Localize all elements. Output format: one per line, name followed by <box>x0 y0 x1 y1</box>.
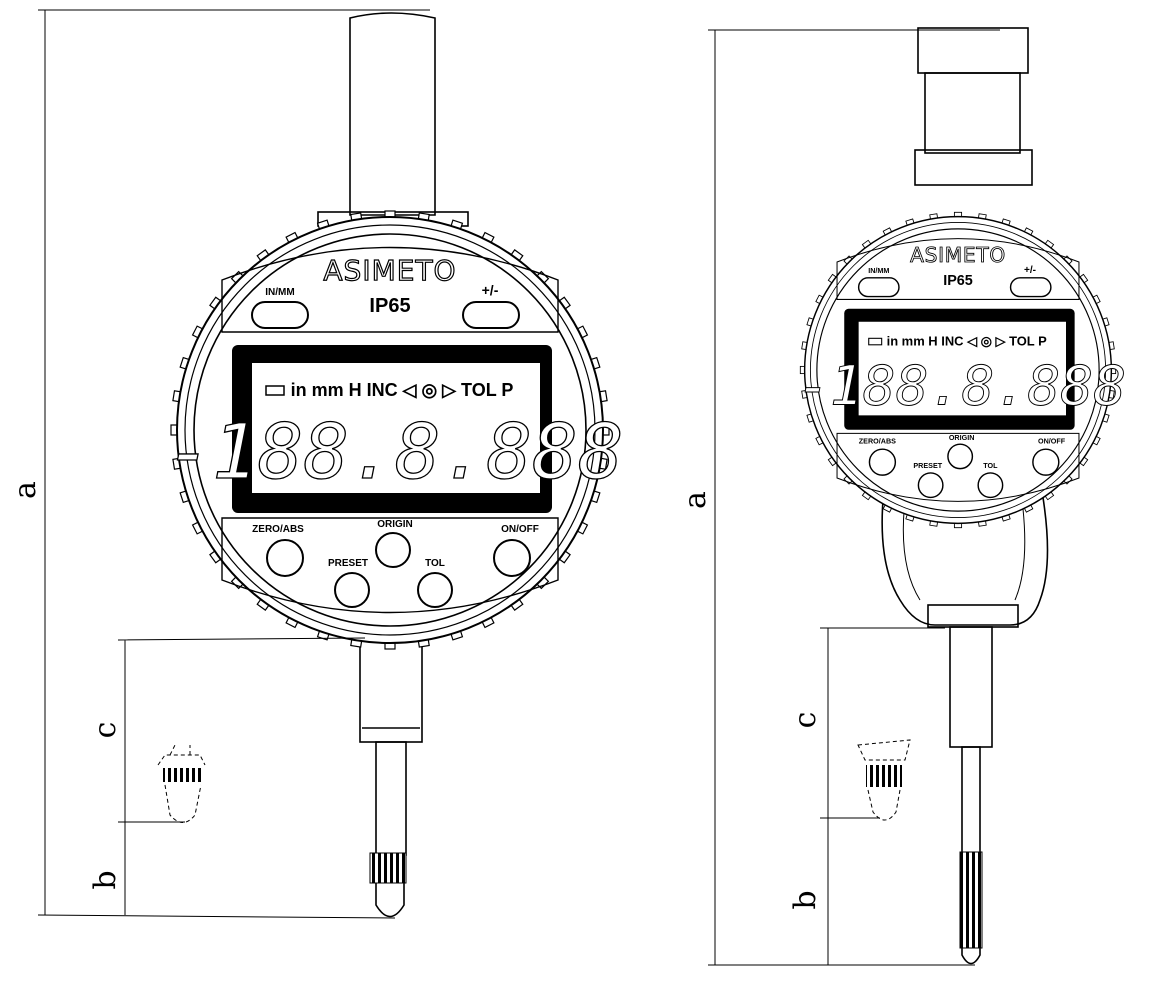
stem-lower <box>375 741 407 856</box>
lug-bracket <box>881 479 1049 626</box>
bottom-panel <box>221 517 559 614</box>
zero-abs-button[interactable] <box>266 539 304 577</box>
collar <box>914 149 1033 186</box>
on-off-button[interactable] <box>493 539 531 577</box>
dimension-lines: a c b <box>8 9 430 919</box>
origin-button[interactable] <box>375 532 411 568</box>
in-mm-button[interactable] <box>251 301 309 329</box>
knurled-cap <box>917 27 1029 74</box>
lcd-digits: -188.8.888 <box>797 354 1126 418</box>
upper-body <box>924 72 1021 154</box>
preset-label: PRESET <box>913 461 942 470</box>
dimension-a-label: a <box>678 491 713 509</box>
dimension-b-label: b <box>788 890 823 909</box>
in-mm-label: IN/MM <box>265 287 294 298</box>
knurled-knob <box>349 12 436 216</box>
on-off-label: ON/OFF <box>1038 436 1066 445</box>
ip-rating: IP65 <box>943 273 973 289</box>
tol-button[interactable] <box>417 572 453 608</box>
zero-abs-button[interactable] <box>868 448 897 476</box>
origin-button[interactable] <box>947 443 974 470</box>
preset-button[interactable] <box>334 572 370 608</box>
top-panel <box>221 246 559 333</box>
indicator-right: ASIMETO IP65 IN/MM +/- in mm H INC ◁ ◎ ▷… <box>678 27 1127 966</box>
lcd-digits: -188.8.888 <box>166 407 624 496</box>
battery-icon <box>265 385 285 396</box>
indicator-left: ASIMETO IP65 IN/MM +/- in mm H INC ◁ ◎ ▷… <box>8 9 624 919</box>
tol-label: TOL <box>983 461 998 470</box>
origin-label: ORIGIN <box>377 519 413 530</box>
battery-icon <box>868 337 883 346</box>
preset-label: PRESET <box>328 558 368 569</box>
lcd-screen <box>858 321 1066 416</box>
dimension-a-label: a <box>8 481 43 499</box>
dimension-b-label: b <box>88 870 123 889</box>
retracted-tip-ghost <box>157 744 206 823</box>
retracted-tip-ghost <box>857 739 911 821</box>
on-off-label: ON/OFF <box>501 524 539 535</box>
origin-label: ORIGIN <box>949 433 975 442</box>
contact-point-knurl <box>369 852 407 884</box>
dimension-c-label: c <box>88 722 123 739</box>
stem-upper <box>949 626 993 748</box>
plus-minus-label: +/- <box>482 282 499 298</box>
brand-logo: ASIMETO <box>323 254 456 287</box>
dial-face: ASIMETO IP65 IN/MM +/- in mm H INC ◁ ◎ ▷… <box>166 210 624 650</box>
on-off-button[interactable] <box>1032 448 1060 476</box>
preset-button[interactable] <box>917 472 944 499</box>
top-panel <box>836 238 1080 300</box>
dimension-lines: a c b <box>678 29 1000 966</box>
tol-button[interactable] <box>977 472 1004 499</box>
stem-lower <box>961 746 981 854</box>
plus-minus-label: +/- <box>1024 265 1036 276</box>
lcd-indicators: in mm H INC ◁ ◎ ▷ TOL P <box>887 334 1047 349</box>
zero-abs-label: ZERO/ABS <box>859 436 896 445</box>
lcd-screen <box>252 363 540 493</box>
bottom-panel <box>836 432 1080 502</box>
contact-tip <box>961 948 981 965</box>
in-mm-label: IN/MM <box>868 266 889 275</box>
ip-rating: IP65 <box>369 295 410 317</box>
dimension-c-label: c <box>788 712 823 729</box>
bracket-base <box>927 604 1019 628</box>
tol-label: TOL <box>425 558 445 569</box>
contact-point-knurl <box>959 851 983 949</box>
zero-abs-label: ZERO/ABS <box>252 524 304 535</box>
plus-minus-button[interactable] <box>1009 277 1052 298</box>
brand-logo: ASIMETO <box>910 243 1006 267</box>
dial-face: ASIMETO IP65 IN/MM +/- in mm H INC ◁ ◎ ▷… <box>796 211 1127 529</box>
contact-tip <box>375 883 405 918</box>
in-mm-button[interactable] <box>857 277 900 298</box>
lcd-indicators: in mm H INC ◁ ◎ ▷ TOL P <box>291 380 514 400</box>
plus-minus-button[interactable] <box>462 301 520 329</box>
